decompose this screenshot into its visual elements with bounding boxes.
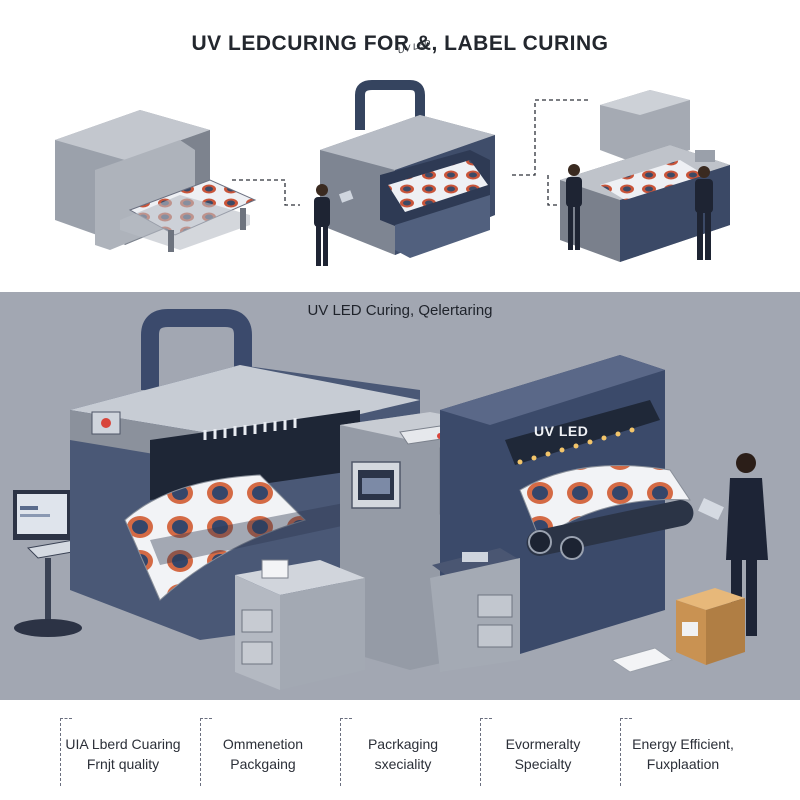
- machine-handle: [141, 309, 252, 390]
- feature-item: Energy Efficient, Fuxplaation: [620, 718, 746, 786]
- operator-figure-1: [314, 184, 354, 266]
- operator-figure-3: [695, 166, 713, 260]
- feature-line-2: sxeciality: [374, 756, 432, 772]
- feature-item: UIA Lberd Cuaring Frnjt quality: [60, 718, 186, 786]
- feature-item: Evormeralty Specialty: [480, 718, 606, 786]
- page-title: UV LEDCURING FOR &, LABEL CURING: [191, 32, 609, 55]
- shipping-box: [676, 588, 745, 665]
- feature-line-1: UIA Lberd Cuaring: [65, 736, 181, 752]
- top-flow-arrows: [232, 99, 590, 206]
- feature-line-2: Packgaing: [230, 756, 296, 772]
- feature-line-1: Pacrkaging: [367, 736, 439, 752]
- feature-item: Pacrkaging sxeciality: [340, 718, 466, 786]
- side-desk: [235, 559, 365, 690]
- top-machine-1: [55, 110, 257, 252]
- feature-line-2: Fuxplaation: [646, 756, 720, 772]
- feature-line-2: Specialty: [514, 756, 572, 772]
- feature-item: Ommenetion Packgaing: [200, 718, 326, 786]
- uv-led-curing-unit: [430, 355, 694, 672]
- top-machine-2: [320, 80, 495, 258]
- operator-figure-2: [566, 164, 582, 250]
- features-list: UIA Lberd Cuaring Frnjt quality Ommeneti…: [60, 718, 760, 786]
- top-machine-3: [560, 90, 730, 262]
- uv-led-unit-label: UV LED: [534, 423, 589, 439]
- section-subtitle: UV LED Curing, Qelertaring: [307, 302, 493, 319]
- paper-sheets: [610, 647, 674, 673]
- feature-line-1: Energy Efficient,: [632, 736, 734, 752]
- feature-line-2: Frnjt quality: [86, 756, 160, 772]
- feature-line-1: Evormeralty: [505, 736, 581, 752]
- feature-line-1: Ommenetion: [222, 736, 304, 752]
- features-band: [0, 700, 800, 800]
- computer-workstation: [13, 490, 97, 637]
